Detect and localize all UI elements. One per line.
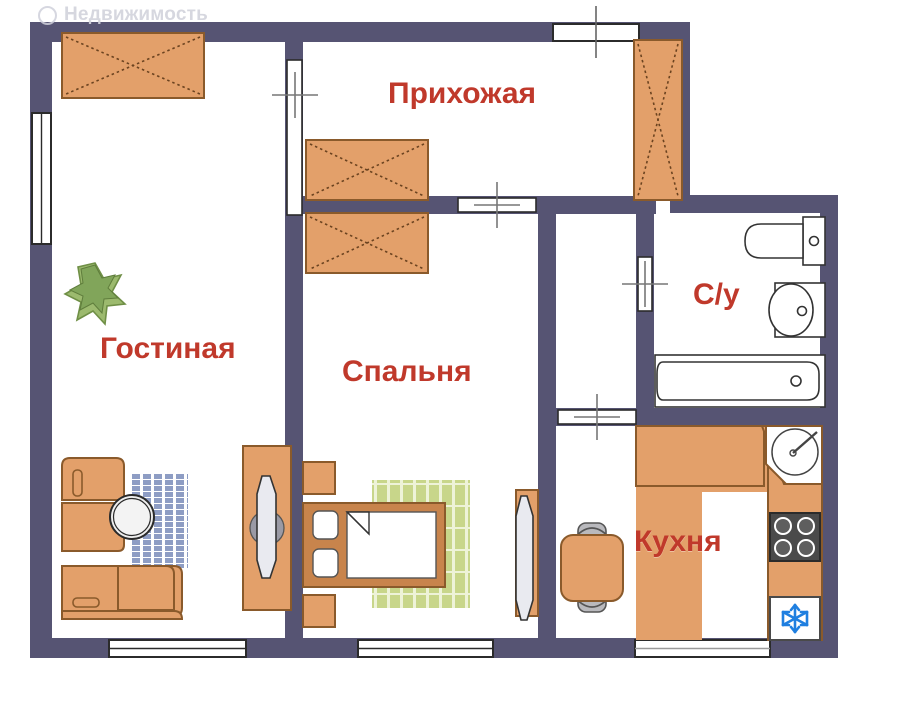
double-bed bbox=[302, 502, 446, 588]
wardrobes-group bbox=[61, 32, 683, 274]
room-label-kitchen: Кухня bbox=[634, 525, 722, 558]
washbasin bbox=[768, 282, 826, 338]
room-label-bathroom: С/у bbox=[693, 278, 740, 311]
window-left-wall bbox=[31, 112, 52, 245]
snowflake-icon bbox=[781, 603, 809, 634]
nightstand-bottom bbox=[302, 594, 336, 628]
bathtub bbox=[654, 354, 826, 408]
wall-bath-top bbox=[670, 195, 838, 213]
dining-table-set bbox=[560, 522, 624, 613]
doorway-bedroom bbox=[457, 182, 537, 228]
room-label-hallway: Прихожая bbox=[388, 77, 537, 110]
entrance-door-top bbox=[552, 6, 640, 58]
corner-sofa bbox=[61, 457, 184, 620]
wall-hall-bottom-right bbox=[538, 196, 656, 214]
wardrobe-hallway-vertical bbox=[633, 39, 683, 201]
kitchen-sink bbox=[765, 425, 823, 485]
interior-door-bedroom bbox=[242, 445, 292, 611]
toilet bbox=[744, 216, 826, 266]
room-label-bedroom: Спальня bbox=[342, 355, 472, 388]
cooktop bbox=[769, 512, 821, 562]
doorway-kitchen bbox=[557, 394, 637, 440]
wardrobe-living-room bbox=[61, 32, 205, 99]
potted-plant bbox=[63, 262, 127, 326]
refrigerator bbox=[769, 596, 821, 641]
doorway-living-room bbox=[272, 59, 318, 216]
wardrobe-bedroom-lower bbox=[305, 212, 429, 274]
living-room-furniture bbox=[61, 262, 188, 620]
bedroom-furniture bbox=[302, 461, 470, 628]
wardrobe-bedroom-upper bbox=[305, 139, 429, 201]
doorway-bathroom bbox=[622, 256, 668, 312]
round-coffee-table bbox=[109, 494, 155, 540]
nightstand-top bbox=[302, 461, 336, 495]
window-bottom-living-room bbox=[108, 639, 247, 658]
bathroom-fixtures bbox=[654, 216, 826, 408]
windows-group bbox=[31, 6, 771, 658]
room-label-living-room: Гостиная bbox=[100, 332, 236, 365]
dining-table bbox=[560, 534, 624, 602]
window-bottom-bedroom bbox=[357, 639, 494, 658]
wall-interior-bath-kitchen bbox=[636, 408, 838, 426]
door-leaves-group bbox=[242, 445, 539, 621]
doorway-markers bbox=[272, 59, 668, 440]
window-bottom-kitchen bbox=[634, 639, 771, 658]
interior-door-kitchen bbox=[515, 489, 539, 621]
kitchen-furniture bbox=[560, 425, 823, 641]
